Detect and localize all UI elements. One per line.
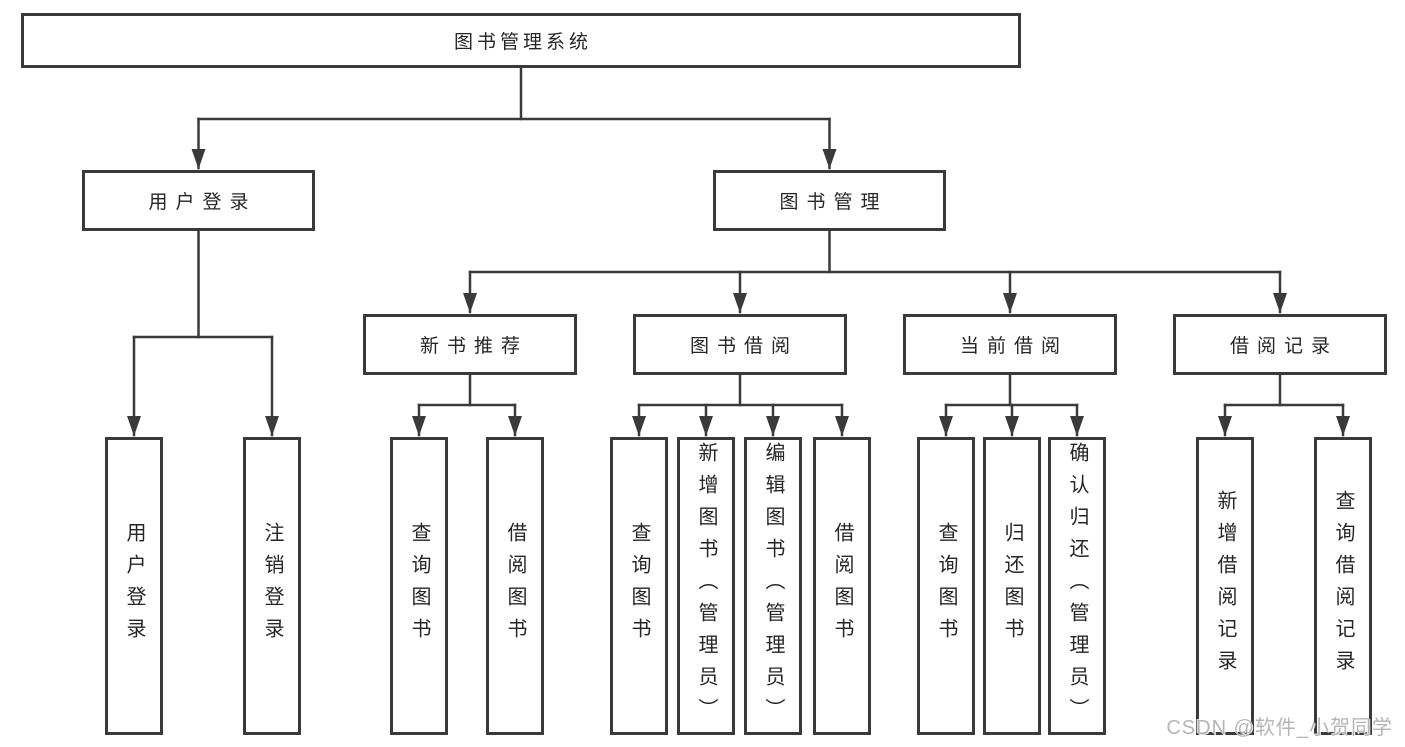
leaf-current-query-books: 查询图书 [917,437,975,735]
node-root-system: 图书管理系统 [21,13,1021,68]
leaf-recommend-query-books: 查询图书 [390,437,448,735]
leaf-borrow-query-books-label: 查询图书 [628,522,650,650]
leaf-recommend-borrow-books-label: 借阅图书 [504,522,526,650]
leaf-edit-books-admin-label: 编辑图书（管理员） [762,442,784,730]
node-book-manage-label: 图书管理 [779,192,888,213]
leaf-borrow-books: 借阅图书 [813,437,871,735]
node-borrow-records-label: 借阅记录 [1229,336,1338,357]
leaf-add-borrow-record-label: 新增借阅记录 [1214,490,1236,682]
node-new-book-recommend: 新书推荐 [363,314,577,375]
leaf-logout: 注销登录 [243,437,301,735]
node-new-book-recommend-label: 新书推荐 [419,336,528,357]
leaf-return-books: 归还图书 [983,437,1041,735]
leaf-query-borrow-record: 查询借阅记录 [1314,437,1372,735]
node-user-login: 用户登录 [82,170,315,231]
leaf-borrow-query-books: 查询图书 [610,437,668,735]
leaf-return-books-label: 归还图书 [1001,522,1023,650]
leaf-logout-label: 注销登录 [261,522,283,650]
csdn-watermark: CSDN @软件_小贺同学 [1166,717,1393,739]
node-book-manage: 图书管理 [713,170,946,231]
leaf-confirm-return-admin-label: 确认归还（管理员） [1066,442,1088,730]
node-borrow-records: 借阅记录 [1173,314,1387,375]
leaf-user-login-label: 用户登录 [123,522,145,650]
node-user-login-label: 用户登录 [148,192,257,213]
node-root-label: 图书管理系统 [453,32,592,53]
node-book-borrow-label: 图书借阅 [689,336,798,357]
leaf-query-borrow-record-label: 查询借阅记录 [1332,490,1354,682]
node-book-borrow: 图书借阅 [633,314,847,375]
node-current-borrow-label: 当前借阅 [959,336,1068,357]
leaf-recommend-borrow-books: 借阅图书 [486,437,544,735]
leaf-confirm-return-admin: 确认归还（管理员） [1048,437,1106,735]
leaf-user-login: 用户登录 [105,437,163,735]
leaf-add-borrow-record: 新增借阅记录 [1196,437,1254,735]
node-current-borrow: 当前借阅 [903,314,1117,375]
leaf-borrow-books-label: 借阅图书 [831,522,853,650]
leaf-add-books-admin: 新增图书（管理员） [677,437,735,735]
leaf-add-books-admin-label: 新增图书（管理员） [695,442,717,730]
leaf-recommend-query-books-label: 查询图书 [408,522,430,650]
leaf-current-query-books-label: 查询图书 [935,522,957,650]
leaf-edit-books-admin: 编辑图书（管理员） [744,437,802,735]
